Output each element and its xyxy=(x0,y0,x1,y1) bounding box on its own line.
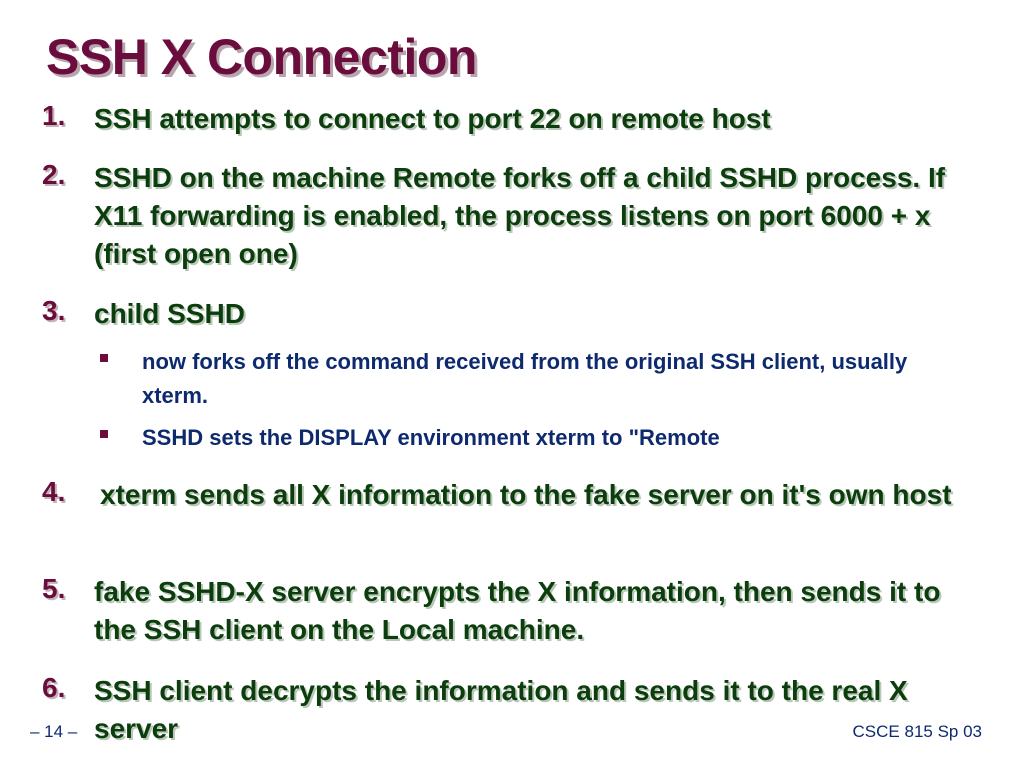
list-number: 3. xyxy=(42,295,66,326)
slide-title: SSH X Connection xyxy=(46,29,477,85)
course-label: CSCE 815 Sp 03 xyxy=(852,722,982,741)
list-item-2: 2. SSHD on the machine Remote forks off … xyxy=(42,159,972,273)
list-text: fake SSHD-X server encrypts the X inform… xyxy=(94,576,941,645)
square-bullet-icon xyxy=(100,430,108,438)
list-number: 1. xyxy=(42,100,66,131)
list-item-1: 1. SSH attempts to connect to port 22 on… xyxy=(42,100,972,138)
list-item-3: 3. child SSHD xyxy=(42,295,972,333)
list-item-4: 4. xterm sends all X information to the … xyxy=(42,476,972,514)
list-text: SSHD on the machine Remote forks off a c… xyxy=(94,162,946,269)
list-number: 6. xyxy=(42,672,66,703)
list-text: child SSHD xyxy=(94,298,245,329)
list-item-6: 6. SSH client decrypts the information a… xyxy=(42,672,972,748)
list-text: SSH client decrypts the information and … xyxy=(94,675,908,744)
list-text: SSH attempts to connect to port 22 on re… xyxy=(94,103,771,134)
list-item-5: 5. fake SSHD-X server encrypts the X inf… xyxy=(42,573,972,649)
list-text: xterm sends all X information to the fak… xyxy=(100,479,952,510)
list-number: 2. xyxy=(42,159,66,190)
page-number: – 14 – xyxy=(30,722,78,741)
sub-item-2: SSHD sets the DISPLAY environment xterm … xyxy=(100,421,940,455)
sub-text: now forks off the command received from … xyxy=(142,349,908,408)
sub-text: SSHD sets the DISPLAY environment xterm … xyxy=(142,425,720,450)
square-bullet-icon xyxy=(100,354,108,362)
sub-item-1: now forks off the command received from … xyxy=(100,345,940,413)
list-number: 4. xyxy=(42,476,66,507)
list-number: 5. xyxy=(42,573,66,604)
